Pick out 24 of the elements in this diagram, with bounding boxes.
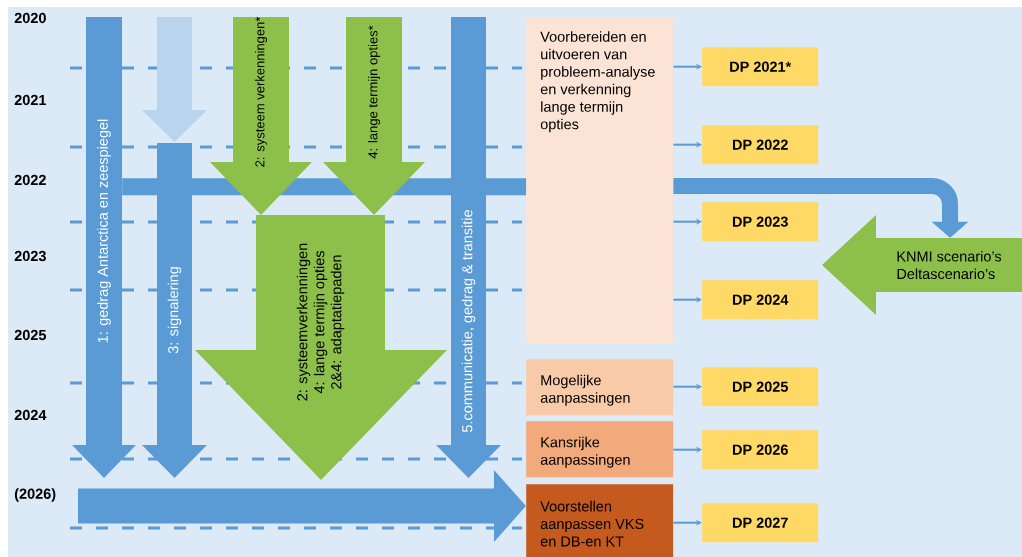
- process-band: KNMI scenario’s Deltascenario’s: [822, 215, 1022, 315]
- plan-box: DP 2027: [702, 503, 819, 543]
- plan-box: DP 2026: [702, 430, 819, 470]
- process-box: Kansrijke aanpassingen: [526, 421, 674, 478]
- year-label: 2020: [14, 12, 46, 24]
- year-label: 2023: [14, 250, 46, 262]
- process-box: Voorstellen aanpassen VKS en DB-en KT: [526, 484, 674, 557]
- process-band: 2: systeem verkenningen*: [210, 16, 312, 215]
- year-label: 2024: [14, 409, 47, 421]
- plan-box: DP 2021*: [702, 47, 819, 87]
- process-band: [142, 17, 207, 142]
- process-band: 1: gedrag Antarctica en zeespiegel: [72, 17, 136, 478]
- plan-box: DP 2024: [702, 280, 819, 320]
- plan-box: DP 2023: [702, 202, 819, 242]
- plan-box: DP 2022: [702, 125, 819, 165]
- year-label: 2022: [14, 174, 46, 186]
- process-box: Voorbereiden en uitvoeren van probleem-analyse en verkenning lange termijn opties: [526, 17, 674, 344]
- process-box: Mogelijke aanpassingen: [526, 359, 674, 416]
- process-band: 2: systeemverkenningen 4: lange termijn opties 2&4: adaptatiepaden: [195, 215, 447, 480]
- year-label: (2026): [14, 488, 56, 502]
- year-label: 2021: [14, 94, 47, 106]
- year-label: 2025: [14, 329, 47, 341]
- process-band: 4: lange termijn opties*: [323, 17, 425, 215]
- plan-box: DP 2025: [702, 367, 819, 407]
